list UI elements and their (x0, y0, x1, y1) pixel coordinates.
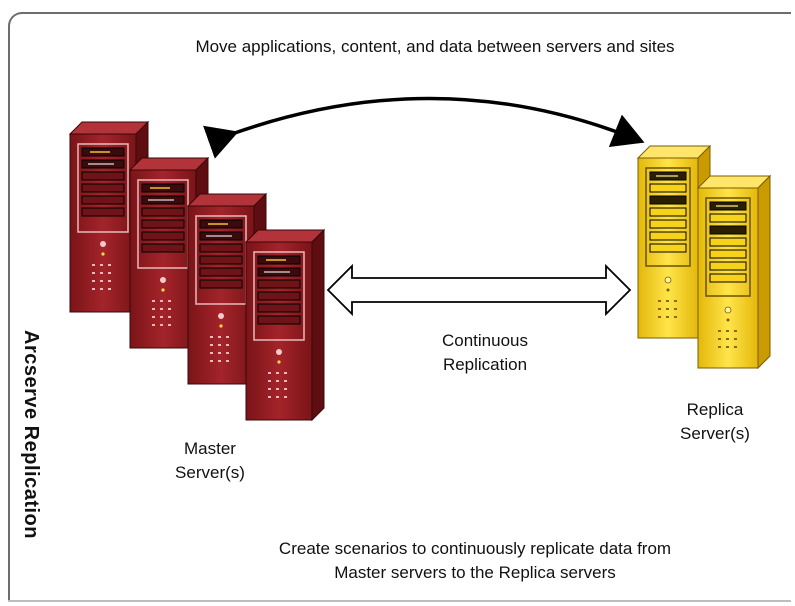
sync-curved-arrow (203, 96, 645, 159)
master-label: Master Server(s) (175, 439, 245, 482)
diagram-caption: Create scenarios to continuously replica… (278, 539, 672, 582)
replication-arrow (326, 263, 632, 317)
frame-bottom-edge (8, 600, 791, 602)
master-server-4 (245, 229, 325, 421)
diagram-title: Move applications, content, and data bet… (195, 37, 675, 56)
replication-label: Continuous Replication (441, 331, 528, 374)
diagram-frame (8, 12, 791, 602)
replica-server-2 (697, 175, 771, 369)
replica-label: Replica Server(s) (680, 400, 750, 443)
